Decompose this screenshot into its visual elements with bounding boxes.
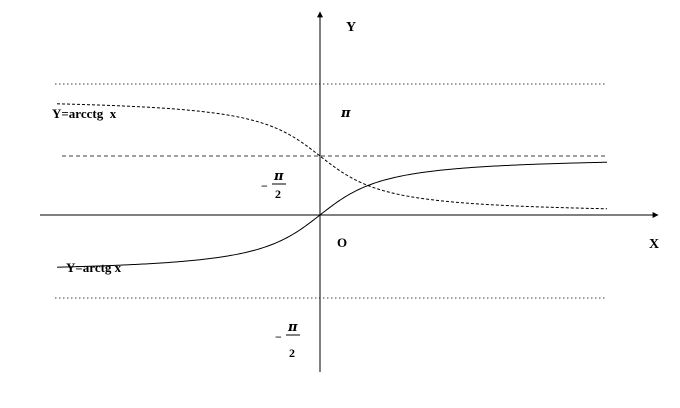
x-axis-label: X (649, 237, 659, 252)
arctg-curve (56, 161, 608, 268)
pi-half-lower-label: − π 2 (275, 320, 300, 360)
pi-half-upper-denominator: 2 (275, 187, 281, 201)
arctg-label: Y=arctg x (66, 260, 122, 275)
arcctg-label: Y=arcctg x (52, 106, 117, 121)
pi-half-lower-sign: − (275, 330, 282, 344)
pi-label: π (340, 106, 351, 121)
arcctg-curve (56, 103, 608, 210)
pi-half-lower-numerator: π (287, 320, 298, 335)
pi-half-upper-sign: − (261, 179, 268, 193)
pi-half-upper-numerator: π (273, 169, 284, 184)
pi-half-upper-label: − π 2 (261, 169, 286, 201)
y-axis-label: Y (346, 20, 356, 35)
origin-label: O (337, 235, 347, 250)
pi-half-lower-denominator: 2 (289, 346, 295, 360)
